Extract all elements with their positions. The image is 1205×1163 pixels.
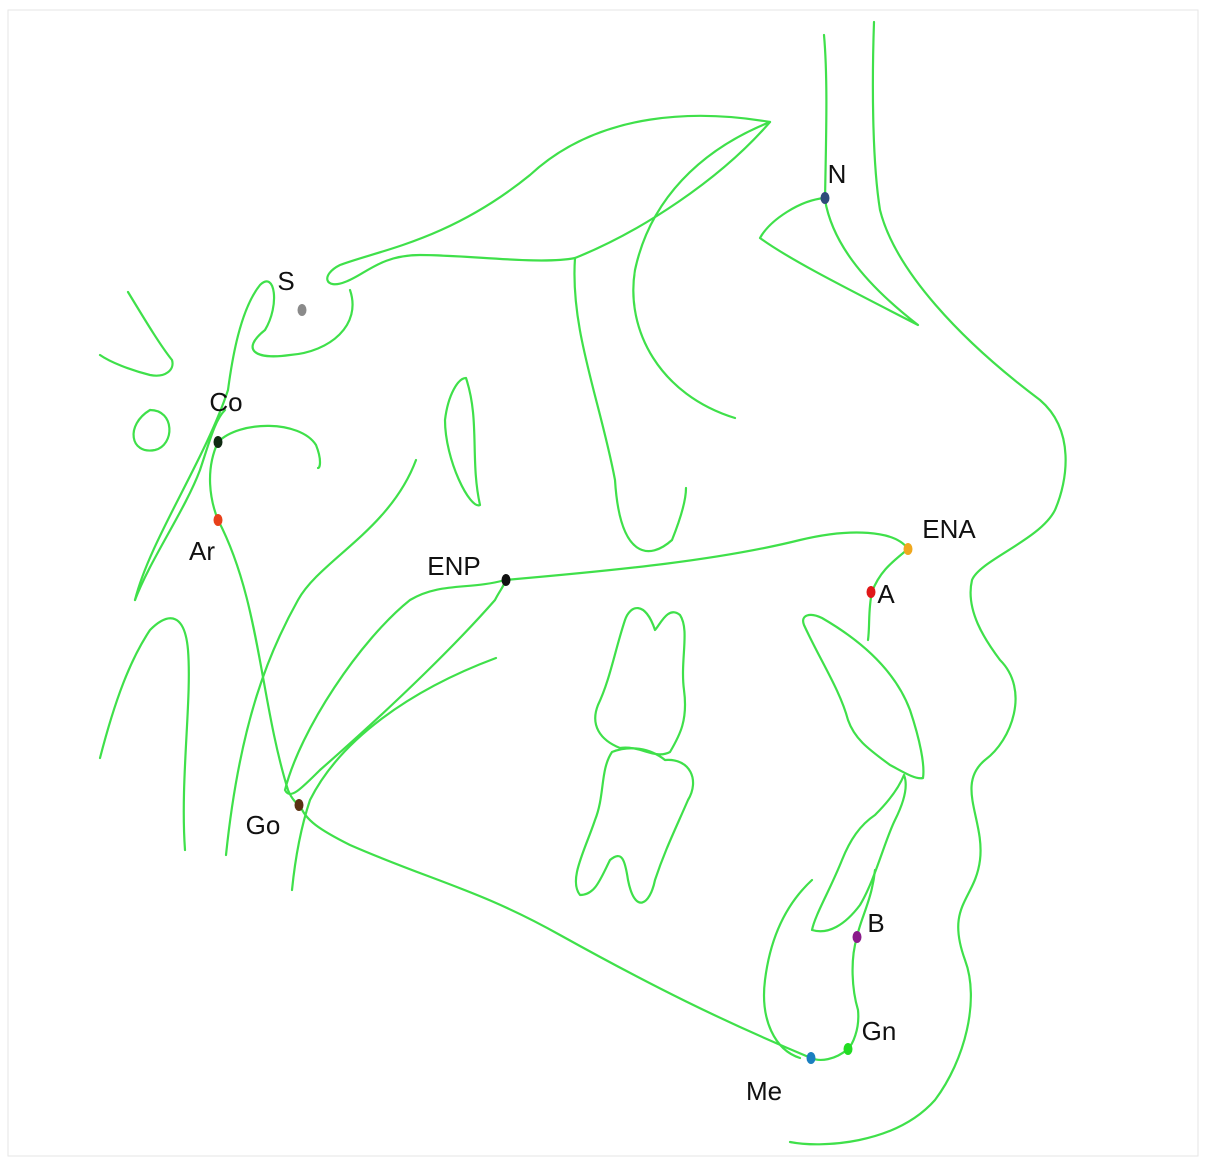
frontal-bone-outline (758, 33, 920, 327)
coronoid-process (443, 376, 482, 507)
landmark-label-gn: Gn (862, 1016, 897, 1046)
landmark-label-enp: ENP (427, 551, 480, 581)
lower-molar (574, 747, 695, 904)
upper-incisor (802, 613, 925, 780)
landmark-dot-ar (213, 514, 223, 526)
landmark-dot-gn (843, 1043, 853, 1055)
upper-molar (594, 607, 687, 756)
tongue-dorsum (290, 656, 498, 892)
landmark-n: N (820, 159, 847, 204)
condyle-head (216, 424, 322, 470)
ramus-anterior (224, 458, 418, 857)
landmark-label-co: Co (209, 387, 242, 417)
landmark-ar: Ar (189, 514, 223, 566)
pterygomaxillary-fissure (573, 256, 688, 553)
landmark-dot-n (820, 192, 830, 204)
diagram-frame (7, 9, 1199, 1157)
landmark-dot-s (297, 304, 307, 316)
landmark-co: Co (209, 387, 243, 448)
occipital-contour (133, 408, 227, 602)
landmark-go: Go (246, 799, 304, 840)
landmark-dot-b (852, 931, 862, 943)
symphysis-labial (809, 868, 877, 1061)
landmark-b: B (852, 908, 885, 943)
clivus-posterior (98, 290, 174, 377)
cranial-base-upper (326, 114, 772, 286)
landmark-label-ena: ENA (922, 514, 976, 544)
landmark-label-a: A (877, 579, 895, 609)
landmark-dot-enp (501, 574, 511, 586)
landmark-label-b: B (867, 908, 884, 938)
landmark-me: Me (746, 1052, 816, 1106)
landmark-enp: ENP (427, 551, 511, 586)
landmark-label-me: Me (746, 1076, 782, 1106)
anatomical-tracing (98, 20, 1067, 1146)
ramus-posterior (208, 440, 302, 807)
orbit-contour (632, 120, 772, 420)
soft-tissue-forehead (788, 20, 1067, 1146)
landmark-dot-co (213, 436, 223, 448)
pharynx-posterior-wall (98, 617, 190, 852)
landmark-dot-a (866, 586, 876, 598)
sella-turcica (133, 280, 354, 602)
landmark-label-ar: Ar (189, 536, 215, 566)
landmark-dot-me (806, 1052, 816, 1064)
landmark-label-go: Go (246, 810, 281, 840)
palate-oral-surface (283, 578, 507, 795)
palatal-plane (503, 531, 910, 582)
landmark-label-s: S (277, 266, 294, 296)
mandible-lower-border (298, 803, 813, 1060)
landmark-a: A (866, 579, 895, 609)
landmark-ena: ENA (903, 514, 976, 555)
lower-incisor (810, 773, 907, 933)
landmark-dot-ena (903, 543, 913, 555)
ear-rod-ring (132, 408, 171, 452)
landmark-gn: Gn (843, 1016, 897, 1055)
landmark-s: S (277, 266, 307, 316)
landmark-dot-go (294, 799, 304, 811)
landmark-label-n: N (828, 159, 847, 189)
